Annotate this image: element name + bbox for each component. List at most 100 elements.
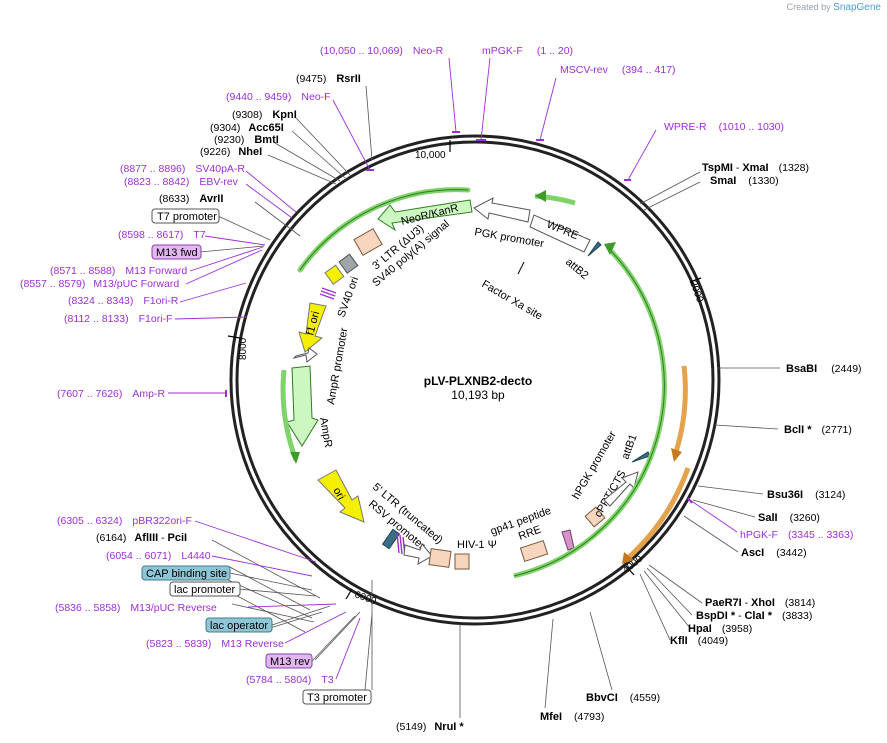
svg-text:PaeR7I - XhoI(3814): PaeR7I - XhoI(3814) — [705, 597, 815, 609]
feature-attb2 — [587, 241, 602, 257]
site-kfli: KflI — [670, 635, 688, 647]
primer-f1ori-f: (8112 .. 8133) — [64, 313, 129, 325]
svg-text:(6305 .. 6324)pBR322ori-F: (6305 .. 6324)pBR322ori-F — [57, 515, 192, 527]
feature-attb1 — [631, 451, 651, 463]
backbone-inner — [235, 140, 715, 620]
svg-text:(8557 .. 8579)M13/pUC Forward: (8557 .. 8579)M13/pUC Forward — [20, 278, 179, 290]
primer-neo-f: (9440 .. 9459) — [226, 91, 291, 103]
svg-text:mPGK-F(1 .. 20): mPGK-F(1 .. 20) — [482, 45, 573, 57]
primer-sv40pa-r: (8877 .. 8896) — [120, 163, 185, 175]
svg-text:(8571 .. 8588)M13 Forward: (8571 .. 8588)M13 Forward — [50, 265, 187, 277]
svg-text:BsaBI(2449): BsaBI(2449) — [786, 363, 862, 375]
svg-text:(10,050 .. 10,069)Neo-R: (10,050 .. 10,069)Neo-R — [320, 45, 444, 57]
primer-markers — [225, 131, 693, 504]
feature-hpgk-promoter — [603, 471, 639, 507]
svg-text:(9226)NheI: (9226)NheI — [200, 146, 262, 158]
svg-text:(9308)KpnI: (9308)KpnI — [232, 109, 297, 121]
watermark-created-by: Created by — [786, 2, 831, 12]
plasmid-name: pLV-PLXNB2-decto — [424, 374, 532, 388]
plasmid-size: 10,193 bp — [451, 388, 505, 402]
primer-leaders — [168, 57, 738, 680]
svg-text:AscI(3442): AscI(3442) — [741, 547, 807, 559]
svg-text:T3 promoter: T3 promoter — [307, 692, 367, 704]
right-enzymes: TspMI - XmaI(1328) SmaI(1330) BsaBI(2449… — [396, 162, 862, 733]
feature-label-attb1: attB1 — [620, 433, 640, 461]
primer-neo-r: (10,050 .. 10,069) — [320, 45, 403, 57]
site-bspdi: BspDI * — [696, 610, 736, 622]
svg-text:T7 promoter: T7 promoter — [157, 211, 217, 223]
primer-mscv-rev: MSCV-rev — [560, 64, 609, 76]
site-acc65i: Acc65I — [248, 122, 283, 134]
primer-m13-puc-reverse: (5836 .. 5858) — [55, 602, 120, 614]
site-sali: SalI — [758, 512, 778, 524]
primer-f1ori-r: (8324 .. 8343) — [68, 295, 133, 307]
feature-f1-ori — [298, 302, 327, 353]
site-hpai: HpaI — [688, 623, 712, 635]
site-bcli: BclI * — [784, 424, 812, 436]
boxed-feature-lac-promoter: lac promoter — [169, 581, 241, 597]
svg-text:HpaI(3958): HpaI(3958) — [688, 623, 752, 635]
primer-pbr322ori-f: (6305 .. 6324) — [57, 515, 122, 527]
site-bmti: BmtI — [254, 134, 278, 146]
svg-text:(9475)RsrII: (9475)RsrII — [296, 73, 361, 85]
svg-text:Bsu36I(3124): Bsu36I(3124) — [767, 489, 845, 501]
primer-labels: (10,050 .. 10,069)Neo-R mPGK-F(1 .. 20) … — [20, 45, 853, 686]
feature-5ltr-box — [428, 548, 452, 568]
feature-label-sv40-ori: SV40 ori — [336, 275, 362, 319]
primer-m13-reverse: (5823 .. 5839) — [146, 638, 211, 650]
svg-text:(8112 .. 8133)F1ori-F: (8112 .. 8133)F1ori-F — [64, 313, 172, 325]
svg-text:(9440 .. 9459)Neo-F: (9440 .. 9459)Neo-F — [226, 91, 331, 103]
svg-text:(8823 .. 8842)EBV-rev: (8823 .. 8842)EBV-rev — [124, 176, 239, 188]
svg-text:MfeI(4793): MfeI(4793) — [540, 711, 604, 723]
svg-text:M13 fwd: M13 fwd — [156, 247, 198, 259]
backbone-outer — [229, 134, 721, 626]
svg-text:BclI *(2771): BclI *(2771) — [784, 424, 852, 436]
svg-text:TspMI - XmaI(1328): TspMI - XmaI(1328) — [702, 162, 809, 174]
boxed-feature-t7: T7 promoter — [151, 208, 220, 224]
feature-label-ampr-promoter: AmpR promoter — [325, 327, 350, 406]
svg-text:WPRE-R(1010 .. 1030): WPRE-R(1010 .. 1030) — [664, 121, 784, 133]
feature-neor-kanr — [377, 199, 473, 232]
svg-text:(5784 .. 5804)T3: (5784 .. 5804)T3 — [246, 674, 334, 686]
boxed-feature-t3-promoter: T3 promoter — [302, 689, 372, 705]
feature-cluster-5ltr — [381, 528, 433, 565]
tick-label-8000: 8000 — [238, 337, 249, 360]
svg-text:lac operator: lac operator — [210, 620, 268, 632]
feature-pgk-promoter — [473, 197, 531, 223]
primer-t7: (8598 .. 8617) — [118, 229, 183, 241]
tick-marks — [227, 140, 702, 600]
svg-text:(9304)Acc65I: (9304)Acc65I — [210, 122, 284, 134]
site-bbvci: BbvCI — [586, 692, 618, 704]
feature-label-cppt: cPPT/CTS — [592, 469, 628, 520]
primer-m13-forward: (8571 .. 8588) — [50, 265, 115, 277]
factor-xa-line — [517, 261, 525, 275]
site-rsrii: RsrII — [336, 73, 360, 85]
primer-t3: (5784 .. 5804) — [246, 674, 311, 686]
site-tspmi: TspMI — [702, 162, 733, 174]
tick-label-10000: 10,000 — [415, 150, 446, 161]
feature-label-hiv-psi: HIV-1 Ψ — [457, 539, 497, 551]
site-paer7i: PaeR7I — [705, 597, 742, 609]
primer-m13-puc-forward: (8557 .. 8579) — [20, 278, 85, 290]
feature-rre — [519, 540, 549, 562]
feature-arc-orange-2 — [626, 467, 691, 560]
left-site-leaders — [211, 85, 373, 691]
svg-text:SmaI(1330): SmaI(1330) — [710, 175, 779, 187]
feature-label-pgk-promoter: PGK promoter — [473, 226, 545, 250]
svg-text:(8633)AvrII: (8633)AvrII — [159, 193, 223, 205]
boxed-feature-m13-fwd: M13 fwd — [151, 244, 202, 260]
svg-text:M13 rev: M13 rev — [270, 656, 310, 668]
boxed-feature-cap-binding: CAP binding site — [141, 565, 231, 581]
svg-text:hPGK-F(3345 .. 3363): hPGK-F(3345 .. 3363) — [740, 529, 853, 541]
svg-text:(8877 .. 8896)SV40pA-R: (8877 .. 8896)SV40pA-R — [120, 163, 245, 175]
site-asci: AscI — [741, 547, 764, 559]
tick-label-6000: 6000 — [353, 589, 378, 607]
feature-cppt-cts — [584, 506, 606, 528]
feature-sv40-ori — [324, 264, 345, 285]
snapgene-logo: SnapGene — [833, 2, 881, 13]
svg-text:lac promoter: lac promoter — [174, 584, 235, 596]
feature-label-attb2: attB2 — [563, 256, 590, 282]
feature-ori — [317, 469, 365, 523]
primer-hpgk-f: hPGK-F — [740, 529, 778, 541]
